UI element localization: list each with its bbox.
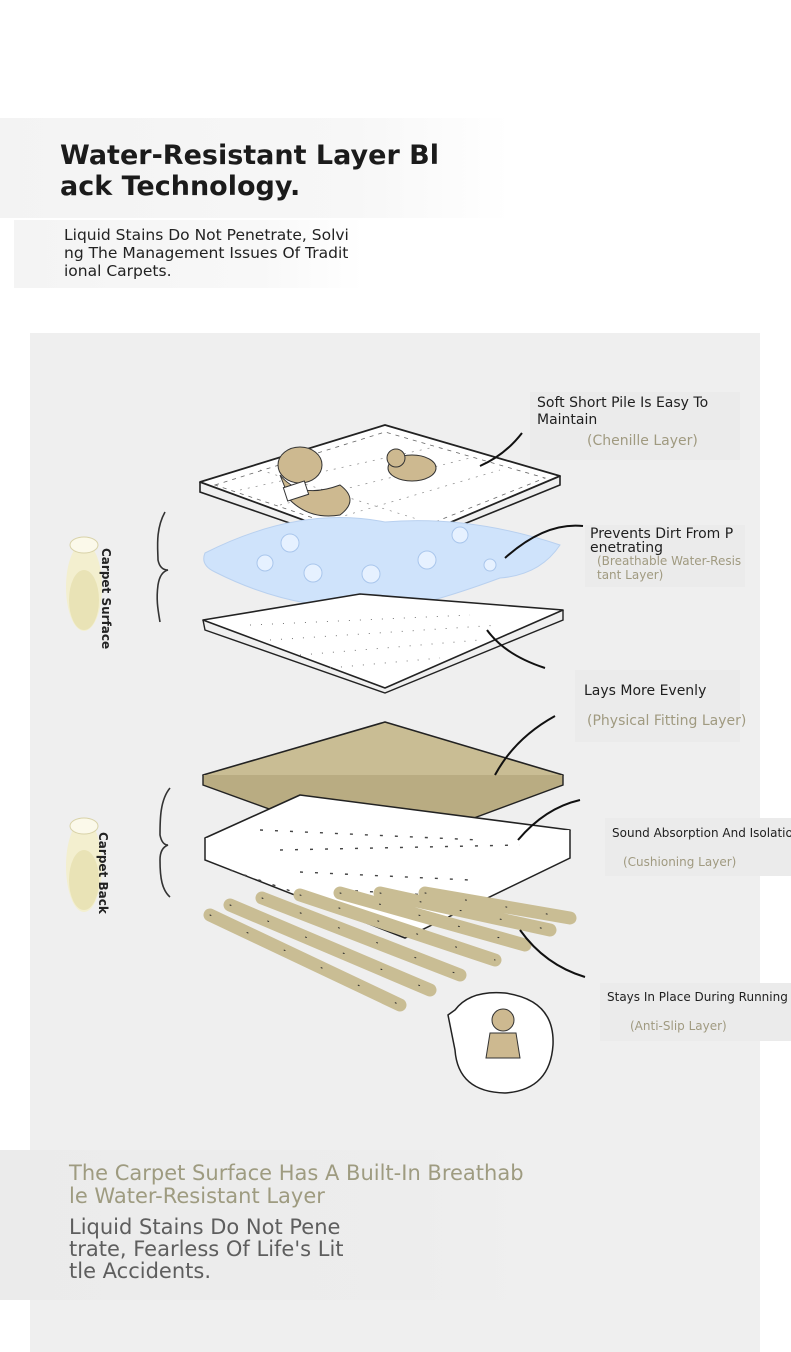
layer-3-title: Lays More Evenly — [584, 683, 707, 699]
leader-line-6 — [519, 929, 586, 978]
layer-4-subtitle: (Cushioning Layer) — [623, 855, 737, 869]
back-brace — [159, 787, 171, 898]
anti-slip-layer — [203, 886, 577, 1012]
callout-bg — [600, 983, 791, 1041]
cushioning-layer — [204, 794, 571, 939]
footer-band — [0, 1150, 520, 1300]
layer-5-title: Stays In Place During Running Ar — [607, 990, 791, 1004]
leader-line-3 — [486, 629, 546, 669]
callout-bg — [585, 525, 745, 587]
chenille-layer — [199, 424, 561, 557]
layer-1-subtitle: (Chenille Layer) — [587, 433, 698, 449]
layer-4-title: Sound Absorption And Isolation — [612, 826, 791, 840]
layer-1-title: Soft Short Pile Is Easy To Maintain — [537, 395, 709, 428]
callout-bg — [605, 818, 791, 876]
layer-5-subtitle: (Anti-Slip Layer) — [630, 1019, 727, 1033]
layer-3-subtitle: (Physical Fitting Layer) — [587, 713, 747, 729]
layer-2-subtitle: (Breathable Water-Resistant Layer) — [597, 554, 742, 582]
leader-line-2 — [504, 524, 584, 559]
carpet-surface-label: Carpet Surface — [99, 548, 113, 650]
surface-brace — [156, 511, 169, 623]
leader-line-4 — [494, 715, 556, 776]
layer-2-title: Prevents Dirt From Penetrating — [590, 526, 734, 556]
girl-bubble-icon — [447, 991, 554, 1094]
title-band — [0, 118, 510, 218]
subtitle-band — [14, 220, 364, 288]
footer-headline: The Carpet Surface Has A Built-In Breath… — [69, 1161, 524, 1208]
back-bottle-icon — [66, 817, 102, 912]
footer-body: Liquid Stains Do Not Penetrate, Fearless… — [69, 1215, 344, 1283]
leader-line-5 — [517, 799, 581, 841]
callout-bg — [530, 392, 740, 460]
surface-bottle-icon — [66, 536, 102, 631]
water-resistant-layer — [203, 517, 561, 610]
page-subtitle: Liquid Stains Do Not Penetrate, Solving … — [64, 226, 349, 280]
carpet-back-label: Carpet Back — [96, 832, 110, 914]
white-mesh-layer — [202, 593, 564, 694]
leader-line-1 — [479, 432, 523, 467]
callout-bg — [575, 670, 740, 742]
page-title: Water-Resistant Layer Black Technology. — [60, 140, 439, 202]
